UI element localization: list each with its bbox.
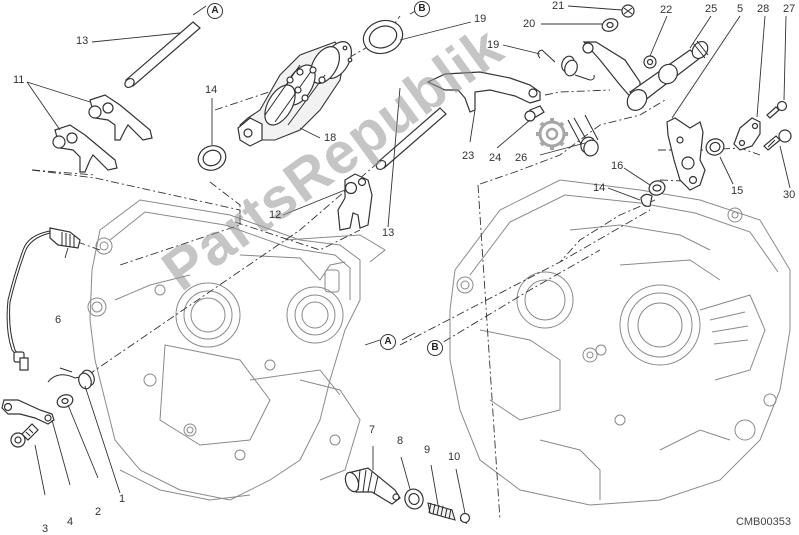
part-17-washer [648,180,666,196]
part-7-plug-screw [344,467,401,505]
callout-26: 25 [705,3,718,15]
reference-marker-a-top: A [207,3,223,19]
callout-9: 9 [424,444,431,456]
left-crankcase [87,199,386,501]
callout-13-lower: 13 [382,227,395,239]
part-27-spring [567,114,599,157]
callout-5: 5 [737,3,744,15]
callout-14: 14 [205,84,218,96]
callout-30: 30 [783,189,796,201]
part-13-fork-shaft-upper [124,21,201,89]
reference-marker-b-center: B [427,340,443,356]
part-22-circlip [621,4,635,18]
part-14-shim-washer [197,145,227,171]
callout-27: 26 [515,152,528,164]
callout-17: 16 [611,160,624,172]
callout-8: 8 [397,435,404,447]
part-13-fork-shaft-lower [375,107,447,171]
part-26-gearshift-shaft [582,40,709,111]
part-11-shift-forks [52,94,153,173]
callout-21: 20 [523,18,536,30]
reference-marker-a-center: A [380,334,396,350]
part-6-bolt-top [19,357,29,371]
callout-23: 22 [660,4,673,16]
part-3-screw [10,423,39,448]
callout-24: 23 [462,150,475,162]
part-30-screw [763,129,792,151]
callout-15: 14 [593,182,606,194]
part-9-spring [427,502,456,521]
part-10-ball [459,512,471,524]
callout-3: 3 [42,523,49,535]
part-16-seal [705,138,725,156]
callout-1: 1 [119,493,126,505]
callout-2: 2 [95,506,102,518]
reference-marker-b-top: B [414,1,430,17]
part-1-detent-spring [47,367,95,390]
callout-16: 15 [731,185,744,197]
part-20-return-spring [537,49,595,81]
callout-22: 21 [552,0,565,12]
callout-4: 4 [67,516,74,528]
callout-20: 19 [487,39,500,51]
callout-13-upper: 13 [76,35,89,47]
part-21-washer [601,18,619,32]
part-23-bush [643,55,657,69]
drawing-code: CMB00353 [735,516,791,528]
callout-28: 27 [783,3,796,15]
part-18-selector-drum [237,41,353,147]
callout-25: 24 [489,152,502,164]
part-4-detent-lever [1,399,55,425]
part-12-shift-fork [337,173,373,231]
part-29-bracket [733,117,761,151]
part-5-ratchet-plate [666,117,706,191]
part-8-seal-washer [404,488,424,510]
callout-6: 6 [55,314,62,326]
callout-19: 19 [474,13,487,25]
right-crankcase [449,179,791,506]
callout-11: 11 [13,74,25,86]
leader-lines [26,5,791,514]
part-19-shim-washer [362,19,404,55]
part-6-neutral-sensor [6,227,81,363]
part-28-screw [766,100,788,119]
watermark-gear-icon [536,118,568,150]
callout-10: 10 [448,451,461,463]
callout-12: 12 [269,209,282,221]
part-25-pin [524,105,545,122]
part-15-circlip [640,193,653,207]
part-2-washer [56,394,74,408]
callout-29: 28 [757,3,770,15]
callout-18: 18 [324,132,337,144]
part-24-pawl-lever [426,71,541,113]
callout-7: 7 [369,424,376,436]
